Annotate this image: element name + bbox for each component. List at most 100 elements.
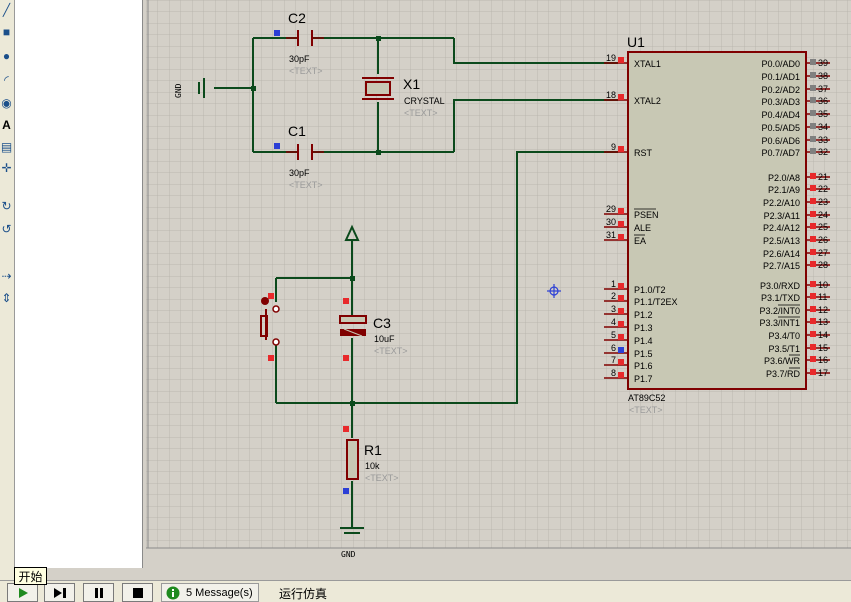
u1-pin-number: 14	[818, 330, 828, 340]
u1-pin-marker	[618, 94, 624, 100]
u1-pin-name: P1.5	[634, 349, 653, 359]
u1-pin-marker	[810, 223, 816, 229]
u1-pin-name: P2.2/A10	[763, 198, 800, 208]
u1-pin-number: 15	[818, 343, 828, 353]
path-tool-icon[interactable]: ◉	[1, 96, 12, 110]
messages-indicator[interactable]: 5 Message(s)	[161, 583, 259, 602]
crystal-x1[interactable]: X1 CRYSTAL <TEXT>	[362, 76, 445, 118]
u1-pin-2[interactable]: 2P1.1/T2EX	[604, 291, 678, 307]
u1-pin-name: P3.7/RD	[766, 369, 801, 379]
arc-tool-icon[interactable]: ◜	[4, 73, 9, 87]
u1-pin-name: P2.6/A14	[763, 249, 800, 259]
mirror-v-icon[interactable]: ⇕	[1, 291, 12, 305]
u1-pin-marker	[618, 57, 624, 63]
u1-pin-number: 17	[818, 368, 828, 378]
u1-pin-number: 25	[818, 222, 828, 232]
symbol-tool-icon[interactable]: ▤	[0, 140, 13, 154]
capacitor-c3[interactable]: C3 10uF <TEXT>	[339, 298, 408, 361]
mirror-h-icon[interactable]: ⇢	[1, 269, 12, 283]
play-button[interactable]	[7, 583, 38, 602]
u1-pin-5[interactable]: 5P1.4	[604, 330, 653, 346]
step-button[interactable]	[44, 583, 75, 602]
u1-pin-marker	[618, 146, 624, 152]
u1-pin-4[interactable]: 4P1.3	[604, 317, 653, 333]
u1-pin-number: 26	[818, 235, 828, 245]
u1-pin-6[interactable]: 6P1.5	[604, 343, 653, 359]
u1-pin-marker	[810, 123, 816, 129]
x1-value: CRYSTAL	[404, 96, 445, 106]
c1-ref: C1	[288, 123, 306, 139]
tooltip: 开始	[14, 567, 47, 585]
u1-pin-8[interactable]: 8P1.7	[604, 368, 653, 384]
u1-pin-number: 6	[611, 343, 616, 353]
ground-symbol-left[interactable]: GND	[174, 78, 205, 98]
u1-pin-name: P2.1/A9	[768, 185, 800, 195]
circle-tool-icon[interactable]: ●	[2, 49, 11, 63]
u1-pin-1[interactable]: 1P1.0/T2	[604, 279, 666, 295]
pause-button[interactable]	[83, 583, 114, 602]
c1-text: <TEXT>	[289, 180, 323, 190]
stop-button[interactable]	[122, 583, 153, 602]
rotate-cw-icon[interactable]: ↻	[1, 199, 12, 213]
marker-tool-icon[interactable]: ✛	[1, 161, 12, 175]
schematic-canvas[interactable]: GND C2 30pF <TEXT> C1 30pF <TEXT> X1 CRY…	[146, 0, 851, 568]
box-tool-icon[interactable]: ■	[2, 25, 11, 39]
line-tool-icon[interactable]: ╱	[2, 3, 11, 17]
c3-value: 10uF	[374, 334, 395, 344]
u1-pin-marker	[618, 321, 624, 327]
capacitor-c2[interactable]: C2 30pF <TEXT>	[274, 10, 324, 76]
u1-pin-number: 3	[611, 304, 616, 314]
u1-pin-3[interactable]: 3P1.2	[604, 304, 653, 320]
u1-pin-number: 2	[611, 291, 616, 301]
rotate-ccw-icon[interactable]: ↺	[1, 222, 12, 236]
u1-pin-7[interactable]: 7P1.6	[604, 355, 653, 371]
u1-pin-number: 7	[611, 355, 616, 365]
capacitor-c1[interactable]: C1 30pF <TEXT>	[274, 123, 324, 190]
u1-pin-number: 19	[606, 53, 616, 63]
c3-text: <TEXT>	[374, 346, 408, 356]
status-bar: 5 Message(s) 运行仿真	[0, 580, 851, 602]
u1-pin-17[interactable]: 17 P3.7/RD	[766, 367, 830, 379]
object-selector-panel[interactable]	[15, 0, 143, 568]
u1-pin-name: ALE	[634, 223, 651, 233]
resistor-r1[interactable]: R1 10k <TEXT>	[343, 426, 399, 494]
microcontroller-u1[interactable]: U1 AT89C52 <TEXT> 19XTAL118XTAL29RST29PS…	[604, 34, 830, 415]
ground-symbol-bottom[interactable]: GND	[340, 527, 364, 559]
u1-pin-name: P3.3/INT1	[759, 318, 800, 328]
u1-ref: U1	[627, 34, 645, 50]
u1-pin-number: 12	[818, 305, 828, 315]
u1-pin-name: P1.3	[634, 323, 653, 333]
reset-pushbutton[interactable]	[260, 293, 280, 361]
power-terminal[interactable]	[344, 224, 360, 241]
text-tool-icon[interactable]: A	[2, 118, 11, 132]
